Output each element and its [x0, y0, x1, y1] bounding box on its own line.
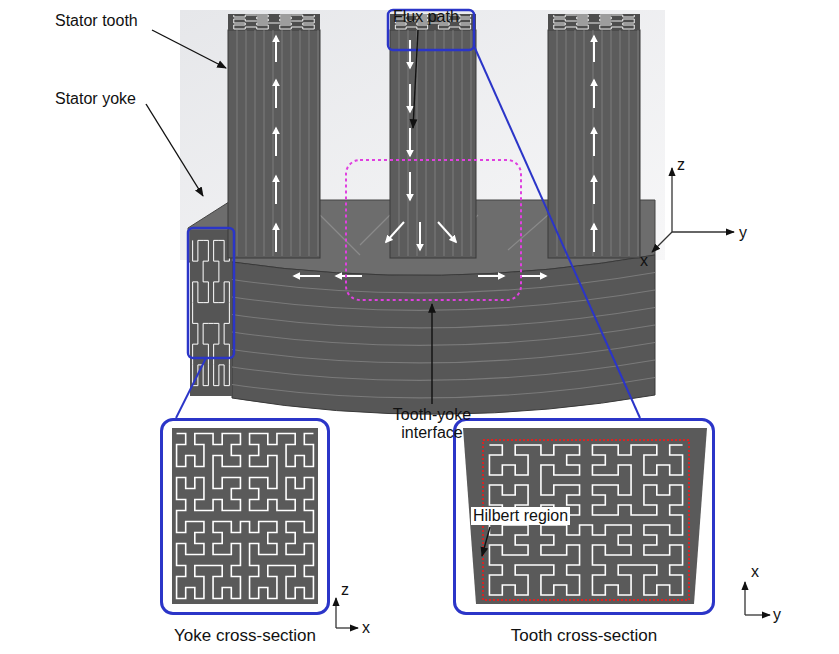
lamination-line — [602, 30, 603, 256]
lamination-line — [584, 30, 585, 256]
yoke-front — [232, 255, 655, 414]
leader-lines — [146, 30, 490, 556]
tooth-body — [228, 30, 320, 258]
section-caption: Yoke cross-section — [174, 626, 316, 646]
flux-arrow — [386, 222, 404, 242]
part-label: Stator yoke — [55, 90, 136, 108]
lamination-line — [611, 30, 612, 256]
flux-arrow — [520, 275, 546, 277]
lamination-line — [471, 30, 472, 256]
lamination-line — [620, 30, 621, 256]
hilbert-curve — [193, 240, 230, 385]
zoom-line — [474, 46, 640, 418]
lamination-line — [291, 30, 292, 256]
flux-arrow — [275, 176, 277, 204]
axis-label: y — [773, 606, 781, 624]
hilbert-curve — [554, 15, 635, 29]
flux-arrow — [275, 80, 277, 108]
flux-arrow — [336, 275, 362, 277]
lamination-line — [232, 273, 655, 293]
lamination-line — [237, 30, 238, 256]
axis-label: z — [677, 156, 685, 174]
lamination-line — [444, 30, 445, 256]
tooth-section — [463, 428, 707, 604]
axes — [336, 168, 770, 628]
flux-arrows — [276, 36, 594, 276]
lamination-line — [309, 30, 310, 256]
part-label: Tooth-yoke interface — [382, 406, 482, 443]
tooth-top — [548, 14, 640, 30]
flux-arrow — [409, 40, 411, 68]
flux-arrow — [593, 128, 595, 156]
yoke-end-face — [190, 230, 232, 396]
part-label: Flux path — [393, 8, 459, 26]
lamination-line — [232, 325, 655, 345]
zoom-line — [176, 358, 206, 418]
lamination-line — [435, 30, 436, 256]
flux-arrow — [478, 275, 504, 277]
lamination-line — [232, 360, 655, 380]
lamination-line — [638, 30, 639, 256]
backdrop — [180, 10, 665, 260]
yoke-end-pattern — [193, 240, 230, 385]
flux-arrow — [294, 275, 320, 277]
lamination-line — [273, 30, 274, 256]
tooth — [228, 14, 320, 258]
axis-label: y — [739, 224, 747, 242]
flux-arrow — [593, 80, 595, 108]
tooth-body — [548, 30, 640, 258]
lamination-line — [557, 30, 558, 256]
hilbert-curve — [234, 15, 315, 29]
region-label: Hilbert region — [471, 507, 570, 525]
lamination-line — [453, 30, 454, 256]
axis-label: x — [640, 252, 648, 270]
lamination-line — [629, 30, 630, 256]
lamination-line — [318, 30, 319, 256]
lamination-line — [593, 30, 594, 256]
lamination-line — [232, 343, 655, 363]
lamination-line — [462, 30, 463, 256]
flux-arrow — [593, 224, 595, 252]
flux-arrow — [409, 128, 411, 156]
hilbert-curve — [177, 434, 314, 599]
flux-arrow — [409, 84, 411, 112]
flux-arrow — [419, 222, 421, 250]
lamination-line — [575, 30, 576, 256]
yoke-laminations — [232, 273, 655, 398]
lamination-line — [408, 30, 409, 256]
axis-label: x — [362, 619, 370, 637]
yoke-section — [172, 428, 318, 604]
axis-label: z — [341, 581, 349, 599]
flux-arrow — [438, 222, 456, 242]
lamination-line — [246, 30, 247, 256]
lamination-line — [255, 30, 256, 256]
lamination-line — [566, 30, 567, 256]
lamination-line — [264, 30, 265, 256]
flux-arrow — [593, 36, 595, 62]
yoke-hilbert — [177, 434, 314, 599]
interface-highlight — [346, 160, 521, 300]
part-label: Stator tooth — [55, 12, 138, 30]
tooth — [548, 14, 640, 258]
flux-arrow — [593, 176, 595, 204]
lamination-line — [300, 30, 301, 256]
lamination-line — [232, 378, 655, 398]
flux-arrow — [275, 224, 277, 252]
lamination-line — [282, 30, 283, 256]
section-caption: Tooth cross-section — [511, 626, 657, 646]
axis-label: x — [751, 563, 759, 581]
flux-arrow — [275, 36, 277, 62]
flux-arrow — [275, 128, 277, 156]
tooth-top — [228, 14, 320, 30]
lamination-line — [399, 30, 400, 256]
yoke-highlight — [188, 228, 234, 358]
cross-section-box: Yoke cross-section — [160, 418, 330, 615]
lamination-line — [426, 30, 427, 256]
flux-arrow — [409, 172, 411, 200]
